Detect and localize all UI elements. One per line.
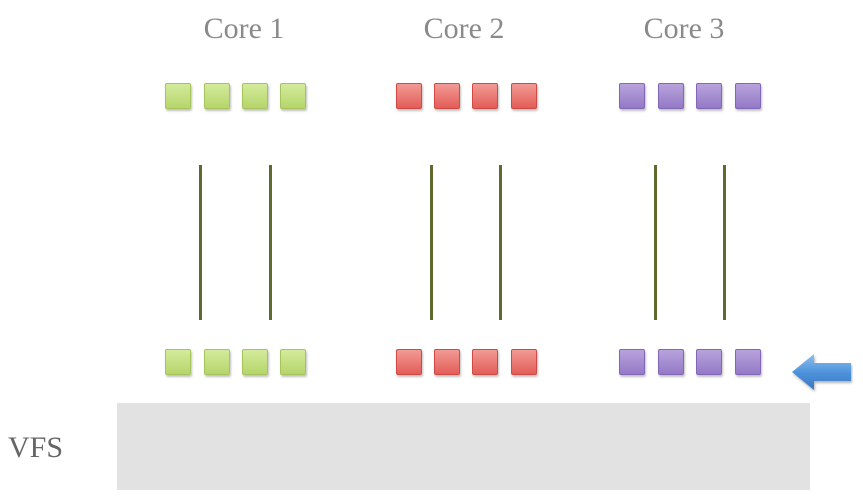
core-3-top-block xyxy=(658,83,684,109)
core-1-top-block xyxy=(204,83,230,109)
core-1-connector-line xyxy=(199,165,202,320)
core-2-top-block xyxy=(434,83,460,109)
core-2-bottom-block xyxy=(396,349,422,375)
core-1-connector-line xyxy=(269,165,272,320)
core-3-top-block xyxy=(735,83,761,109)
core-3-bottom-block xyxy=(619,349,645,375)
core-3-bottom-block xyxy=(658,349,684,375)
left-arrow-icon xyxy=(792,354,851,390)
core-3-label: Core 3 xyxy=(643,12,725,45)
core-3-connector-line xyxy=(654,165,657,320)
core-2-bottom-block xyxy=(472,349,498,375)
core-3-bottom-block xyxy=(696,349,722,375)
core-1-label: Core 1 xyxy=(203,12,285,45)
core-3-bottom-block xyxy=(735,349,761,375)
core-1-bottom-block xyxy=(280,349,306,375)
core-3-top-block xyxy=(619,83,645,109)
core-2-bottom-block xyxy=(434,349,460,375)
core-2-top-block xyxy=(472,83,498,109)
vfs-layer-box xyxy=(117,403,810,490)
core-2-connector-line xyxy=(499,165,502,320)
core-1-top-block xyxy=(242,83,268,109)
core-2-bottom-block xyxy=(511,349,537,375)
core-1-bottom-block xyxy=(242,349,268,375)
core-1-top-block xyxy=(165,83,191,109)
core-2-top-block xyxy=(396,83,422,109)
core-3-top-block xyxy=(696,83,722,109)
core-1-top-block xyxy=(280,83,306,109)
core-3-connector-line xyxy=(723,165,726,320)
core-1-bottom-block xyxy=(204,349,230,375)
core-2-label: Core 2 xyxy=(423,12,505,45)
core-2-connector-line xyxy=(430,165,433,320)
core-2-top-block xyxy=(511,83,537,109)
core-1-bottom-block xyxy=(165,349,191,375)
vfs-label: VFS xyxy=(8,431,64,464)
